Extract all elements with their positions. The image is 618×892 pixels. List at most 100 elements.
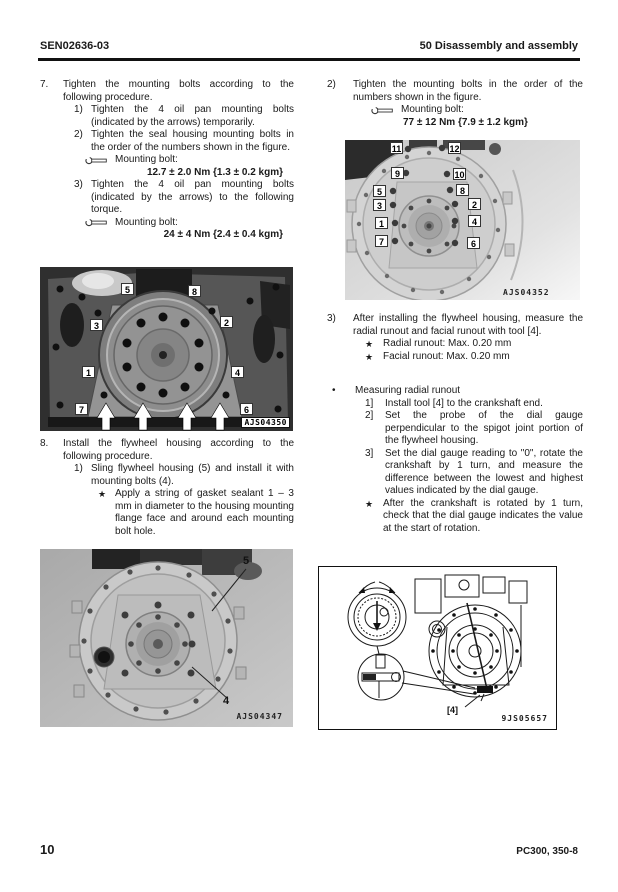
note-item: ★ Apply a string of gasket sealant 1 – 3… [98,488,294,538]
bolt-callout-label: 3 [90,319,103,331]
bolt-arrow-markers [96,402,230,431]
note-text: After the crankshaft is rotated by 1 tur… [383,497,583,534]
figure-bolt-order-photo: 11 12 9 10 5 8 3 2 1 4 7 6 AJS04352 [345,140,580,300]
substep-text: Tighten the seal housing mounting bolts … [91,129,294,153]
bolt-callout-label: 1 [82,366,95,378]
bracket-step-item: 1] Install tool [4] to the crankshaft en… [365,398,583,411]
note-item: ★ Facial runout: Max. 0.20 mm [365,351,583,364]
bolt-callout-label: 2 [220,316,233,328]
figure-caption: AJS04352 [503,288,550,297]
substep-item: 1) Sling flywheel housing (5) and instal… [74,463,294,488]
wrench-icon [85,155,111,165]
step-number: 8. [40,438,49,449]
spec-row: Mounting bolt: [85,217,294,230]
footer-model-code: PC300, 350-8 [516,846,578,857]
part-callout-label: 5 [243,555,250,567]
substep-number: 2) [74,129,83,140]
substep-text: Sling flywheel housing (5) and install i… [91,463,294,487]
header-section-title: 50 Disassembly and assembly [419,40,578,52]
bracket-step-number: 3] [365,447,374,459]
substep-number: 1) [74,104,83,115]
substep-item: 1) Tighten the 4 oil pan mounting bolts … [74,104,294,129]
bracket-step-text: Install tool [4] to the crankshaft end. [385,397,543,409]
part-callout-label: 4 [223,695,230,707]
wrench-icon [85,218,111,227]
star-marker: ★ [365,351,374,362]
note-text: Facial runout: Max. 0.20 mm [383,350,510,362]
substep-number: 3) [74,179,83,190]
substep-number: 3) [327,313,336,324]
runout-drawing-art [347,574,528,708]
bolt-callout-label: 11 [390,142,403,154]
spec-row: Mounting bolt: [371,104,583,117]
flywheel-housing-photo-art [40,549,293,727]
spec-label: Mounting bolt: [401,104,464,115]
substep-number: 2) [327,79,336,90]
substep-text: Tighten the mounting bolts in the order … [353,79,583,103]
figure-caption: 9JS05657 [501,714,548,723]
bullet-text: Measuring radial runout [355,385,461,396]
substep-item: 2) Tighten the seal housing mounting bol… [74,129,294,154]
star-marker: ★ [365,498,374,509]
step-text: Tighten the mounting bolts according to … [63,79,294,103]
substep-item: 3) Tighten the 4 oil pan mounting bolts … [74,179,294,217]
substep-number: 1) [74,463,83,474]
substep-item: 3) After installing the flywheel housing… [327,313,583,338]
header-doc-code: SEN02636-03 [40,40,110,52]
header-rule [38,58,580,61]
spec-label: Mounting bolt: [115,216,178,228]
substep-text: Tighten the 4 oil pan mounting bolts (in… [91,104,294,128]
figure-seal-housing-photo: 5 8 3 2 1 4 7 6 AJS04350 [40,267,293,431]
note-item: ★ Radial runout: Max. 0.20 mm [365,338,583,351]
bolt-callout-label: 2 [468,198,481,210]
substep-item: 2) Tighten the mounting bolts in the ord… [327,79,583,104]
bullet-marker: • [332,385,336,396]
bolt-order-photo-art [345,140,580,300]
step-7-block: 7. Tighten the mounting bolts according … [40,79,294,242]
bolt-callout-label: 6 [467,237,480,249]
bracket-step-text: Set the dial gauge reading to "0", rotat… [385,447,583,497]
bracket-step-number: 2] [365,410,374,421]
spec-value: 24 ± 4 Nm {2.4 ± 0.4 kgm} [163,229,283,240]
spec-value: 12.7 ± 2.0 Nm {1.3 ± 0.2 kgm} [146,166,283,178]
note-text: Apply a string of gasket sealant 1 – 3 m… [115,488,294,537]
step-item: 8. Install the flywheel housing accordin… [40,438,294,463]
step-3-block: 3) After installing the flywheel housing… [327,313,583,363]
bolt-callout-label: 8 [188,285,201,297]
star-marker: ★ [365,339,374,349]
figure-caption: AJS04350 [241,417,290,428]
bolt-callout-label: 5 [373,185,386,197]
note-item: ★ After the crankshaft is rotated by 1 t… [365,498,583,536]
bolt-callout-label: 3 [373,199,386,211]
bracket-step-item: 3] Set the dial gauge reading to "0", ro… [365,448,583,498]
wrench-icon [371,105,397,115]
star-marker: ★ [98,489,107,499]
bolt-callout-label: 12 [448,142,461,154]
footer-page-number: 10 [40,842,55,857]
note-text: Radial runout: Max. 0.20 mm [383,338,512,349]
spec-value: 77 ± 12 Nm {7.9 ± 1.2 kgm} [403,116,528,128]
substep-text: After installing the flywheel housing, m… [353,313,583,337]
tool-callout-label: [4] [447,705,458,715]
bolt-callout-label: 7 [375,235,388,247]
bolt-callout-label: 4 [468,215,481,227]
bolt-callout-label: 10 [453,168,466,180]
bracket-step-number: 1] [365,397,374,409]
measuring-block: • Measuring radial runout 1] Install too… [327,385,583,535]
step-text: Install the flywheel housing according t… [63,438,294,462]
figure-flywheel-housing-photo: 5 4 AJS04347 [40,549,293,727]
substep-text: Tighten the 4 oil pan mounting bolts (in… [91,179,294,215]
spec-label: Mounting bolt: [115,154,178,165]
step-number: 7. [40,79,49,90]
bolt-callout-label: 4 [231,366,244,378]
bracket-step-item: 2] Set the probe of the dial gauge perpe… [365,410,583,448]
bolt-callout-label: 1 [375,217,388,229]
step-2-block: 2) Tighten the mounting bolts in the ord… [327,79,583,129]
bolt-callout-label: 9 [391,167,404,179]
step-8-block: 8. Install the flywheel housing accordin… [40,438,294,538]
bullet-item: • Measuring radial runout [332,385,583,398]
figure-caption: AJS04347 [236,712,283,721]
spec-row: Mounting bolt: [85,154,294,167]
step-item: 7. Tighten the mounting bolts according … [40,79,294,104]
